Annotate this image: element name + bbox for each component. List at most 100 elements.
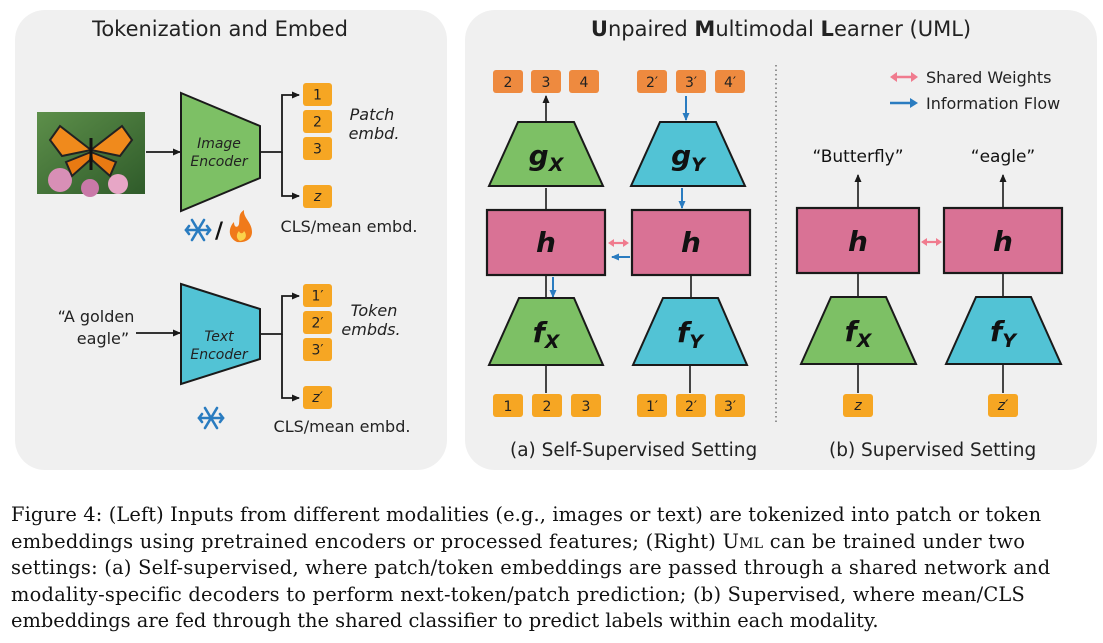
svg-text:z′: z′ bbox=[997, 398, 1009, 414]
text-token-1: 1′ bbox=[303, 284, 332, 307]
supervised-h-y-label: h bbox=[993, 225, 1013, 258]
caption-line-4: modality-specific decoders to perform ne… bbox=[11, 582, 1026, 606]
supervised-caption: (b) Supervised Setting bbox=[829, 440, 1037, 461]
shared-h-y bbox=[630, 208, 752, 277]
y-input-token-3: 3′ bbox=[715, 394, 745, 417]
text-token-2: 2′ bbox=[303, 311, 332, 334]
shared-h-x bbox=[485, 208, 607, 277]
x-output-token-3: 4 bbox=[569, 70, 599, 93]
text-input-line-1: “A golden bbox=[58, 307, 135, 326]
supervised-input-token-y: z′ bbox=[988, 394, 1018, 417]
butterfly-image bbox=[37, 112, 145, 197]
text-encoder-label-1: Text bbox=[204, 329, 234, 345]
token-label-2: embds. bbox=[341, 320, 400, 339]
svg-text:3′: 3′ bbox=[311, 343, 323, 359]
image-cls-token: z bbox=[303, 185, 332, 208]
supervised-encoder-fx bbox=[799, 296, 918, 365]
svg-text:3′: 3′ bbox=[724, 399, 736, 415]
svg-text:3: 3 bbox=[542, 75, 551, 91]
svg-text:2′: 2′ bbox=[311, 316, 323, 332]
caption-line-1: Figure 4: (Left) Inputs from different m… bbox=[11, 503, 1042, 526]
x-input-token-1: 1 bbox=[493, 394, 523, 417]
svg-text:2: 2 bbox=[543, 399, 552, 415]
supervised-shared-h-x bbox=[795, 206, 921, 275]
x-output-token-2: 3 bbox=[531, 70, 561, 93]
svg-text:z: z bbox=[853, 398, 862, 414]
text-output-arrows bbox=[260, 292, 300, 402]
svg-text:1: 1 bbox=[313, 88, 322, 104]
svg-text:1′: 1′ bbox=[311, 289, 323, 305]
svg-text:1′: 1′ bbox=[646, 399, 658, 415]
encoder-fy bbox=[631, 297, 749, 366]
svg-text:3: 3 bbox=[313, 142, 322, 158]
supervised-h-x-label: h bbox=[848, 225, 868, 258]
text-input-line-2: eagle” bbox=[77, 329, 129, 348]
y-output-token-3: 4′ bbox=[715, 70, 745, 93]
svg-text:z: z bbox=[313, 189, 322, 205]
svg-text:Information Flow: Information Flow bbox=[926, 94, 1060, 113]
text-encoder-block bbox=[180, 282, 261, 386]
y-output-token-2: 3′ bbox=[676, 70, 706, 93]
image-output-arrows bbox=[260, 91, 300, 200]
shared-weights-arrow-a bbox=[608, 239, 629, 247]
icon-separator: / bbox=[215, 219, 224, 244]
image-cls-label: CLS/mean embd. bbox=[281, 217, 418, 236]
svg-text:4: 4 bbox=[580, 75, 589, 91]
decoder-gx-label: gX bbox=[529, 139, 565, 176]
encoder-fx bbox=[487, 297, 605, 366]
shared-weights-arrow-b bbox=[921, 238, 942, 246]
self-supervised-caption: (a) Self-Supervised Setting bbox=[510, 440, 758, 461]
x-input-token-3: 3 bbox=[571, 394, 601, 417]
shared-h-y-label: h bbox=[681, 226, 701, 259]
decoder-gy-label: gY bbox=[671, 139, 707, 176]
svg-text:Shared Weights: Shared Weights bbox=[926, 68, 1052, 87]
token-label-1: Token bbox=[351, 301, 398, 320]
decoder-gx bbox=[487, 121, 605, 187]
decoder-gy bbox=[629, 121, 747, 187]
text-cls-token: z′ bbox=[303, 386, 332, 409]
x-input-token-2: 2 bbox=[532, 394, 562, 417]
y-input-token-2: 2′ bbox=[676, 394, 706, 417]
svg-text:1: 1 bbox=[504, 399, 513, 415]
snowflake-icon-text-encoder bbox=[197, 406, 225, 430]
supervised-encoder-fy-label: fY bbox=[990, 315, 1018, 352]
text-cls-label: CLS/mean embd. bbox=[274, 417, 411, 436]
supervised-shared-h-y bbox=[942, 206, 1064, 275]
supervised-encoder-fy bbox=[944, 296, 1063, 365]
supervised-encoder-fx-label: fX bbox=[845, 315, 873, 352]
supervised-input-token-x: z bbox=[843, 394, 873, 417]
svg-text:2: 2 bbox=[313, 115, 322, 131]
y-output-token-1: 2′ bbox=[637, 70, 667, 93]
legend-shared-weights: Shared Weights bbox=[890, 68, 1052, 87]
text-encoder-label-2: Encoder bbox=[190, 347, 248, 363]
tokenization-panel-title: Tokenization and Embed bbox=[92, 17, 348, 41]
figure-diagram: Image Encoder 1 2 3 Patch embd. z CLS/me… bbox=[37, 65, 1064, 436]
caption-line-5: embeddings are fed through the shared cl… bbox=[11, 609, 879, 633]
svg-text:2: 2 bbox=[504, 75, 513, 91]
patch-label-1: Patch bbox=[350, 105, 395, 124]
snowflake-icon bbox=[184, 218, 212, 242]
image-encoder-label-1: Image bbox=[197, 136, 241, 152]
svg-text:3: 3 bbox=[582, 399, 591, 415]
patch-token-1: 1 bbox=[303, 83, 332, 106]
image-encoder-label-2: Encoder bbox=[190, 154, 248, 170]
svg-text:4′: 4′ bbox=[724, 75, 736, 91]
text-token-3: 3′ bbox=[303, 338, 332, 361]
figure-caption: Figure 4: (Left) Inputs from different m… bbox=[11, 502, 1097, 635]
tokenization-panel bbox=[15, 10, 447, 470]
shared-h-x-label: h bbox=[536, 226, 556, 259]
x-output-token-1: 2 bbox=[493, 70, 523, 93]
y-input-token-1: 1′ bbox=[637, 394, 667, 417]
svg-text:z′: z′ bbox=[311, 390, 323, 406]
image-encoder-block bbox=[180, 91, 261, 213]
predicted-label-y: “eagle” bbox=[971, 147, 1035, 167]
fire-icon bbox=[229, 210, 252, 243]
patch-token-3: 3 bbox=[303, 137, 332, 160]
caption-line-2: embeddings using pretrained encoders or … bbox=[11, 529, 1026, 553]
patch-token-2: 2 bbox=[303, 110, 332, 133]
predicted-label-x: “Butterfly” bbox=[812, 147, 903, 167]
patch-label-2: embd. bbox=[349, 124, 400, 143]
encoder-fx-label: fX bbox=[533, 316, 561, 353]
caption-line-3: settings: (a) Self-supervised, where pat… bbox=[11, 556, 1051, 580]
uml-panel-title: Unpaired Multimodal Learner (UML) bbox=[590, 17, 972, 41]
